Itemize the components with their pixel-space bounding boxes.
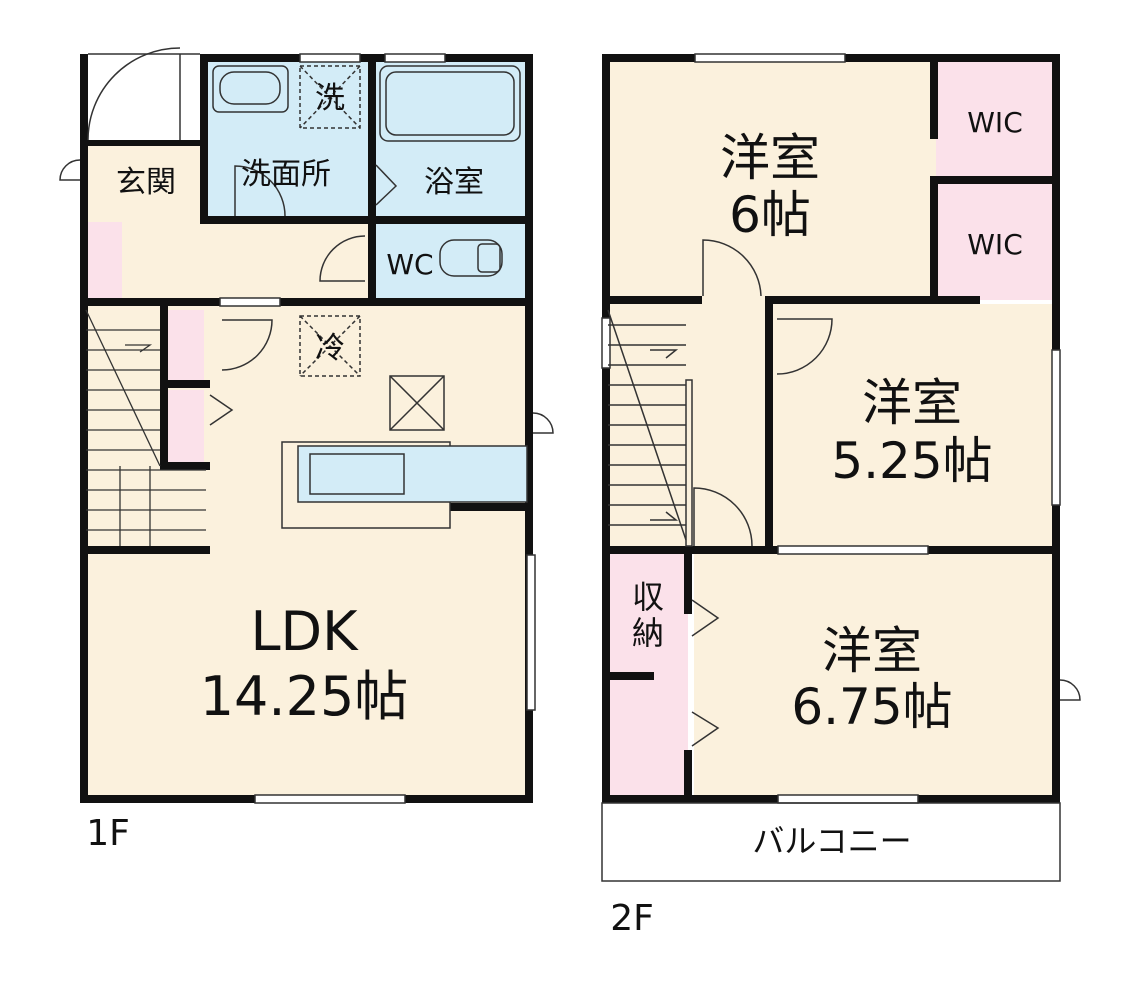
stair-storage-1 [166,310,204,380]
washroom-label: 洗面所 [241,157,331,192]
balcony-label: バルコニー [752,822,911,860]
wic-top-label: WIC [967,106,1023,139]
room-b-name-label: 洋室 [862,374,962,432]
second-floor: 洋室 6帖 WIC WIC 洋室 5.25帖 洋室 6.75帖 収 納 バルコニ… [601,53,1081,939]
room-c-floor [694,554,1054,796]
wic-top-floor [936,60,1054,178]
room-a-name-label: 洋室 [720,129,820,187]
room-c-size-label: 6.75帖 [791,678,952,736]
entrance-floor [86,145,206,220]
room-a-size-label: 6帖 [729,186,811,244]
stair-storage-2 [166,390,204,462]
room-b-size-label: 5.25帖 [831,432,992,490]
bathroom-label: 浴室 [424,165,484,200]
storage-label-1: 収 [632,578,664,616]
room-b-floor [772,304,1054,550]
first-floor-label: 1F [86,813,130,854]
washer-label: 洗 [315,81,345,116]
first-floor: 玄関 洗面所 洗 浴室 WC 冷 LDK 14.25帖 1F [59,47,554,854]
wic-bottom-label: WIC [967,228,1023,261]
room-c-name-label: 洋室 [822,622,922,680]
ldk-name-label: LDK [250,600,359,663]
room-a-floor [608,60,936,300]
hall-storage [88,222,122,300]
toilet-floor [372,222,527,302]
washroom-floor [206,60,372,220]
stairs-1f [85,309,206,546]
hall-floor [86,220,372,302]
entrance-label: 玄関 [116,165,176,200]
wic-bottom-floor [936,182,1054,300]
bathroom-floor [372,60,527,220]
storage-label-2: 納 [632,614,664,652]
toilet-label: WC [386,248,433,281]
fridge-label: 冷 [315,331,345,366]
ldk-size-label: 14.25帖 [200,665,409,728]
second-floor-label: 2F [610,898,654,939]
